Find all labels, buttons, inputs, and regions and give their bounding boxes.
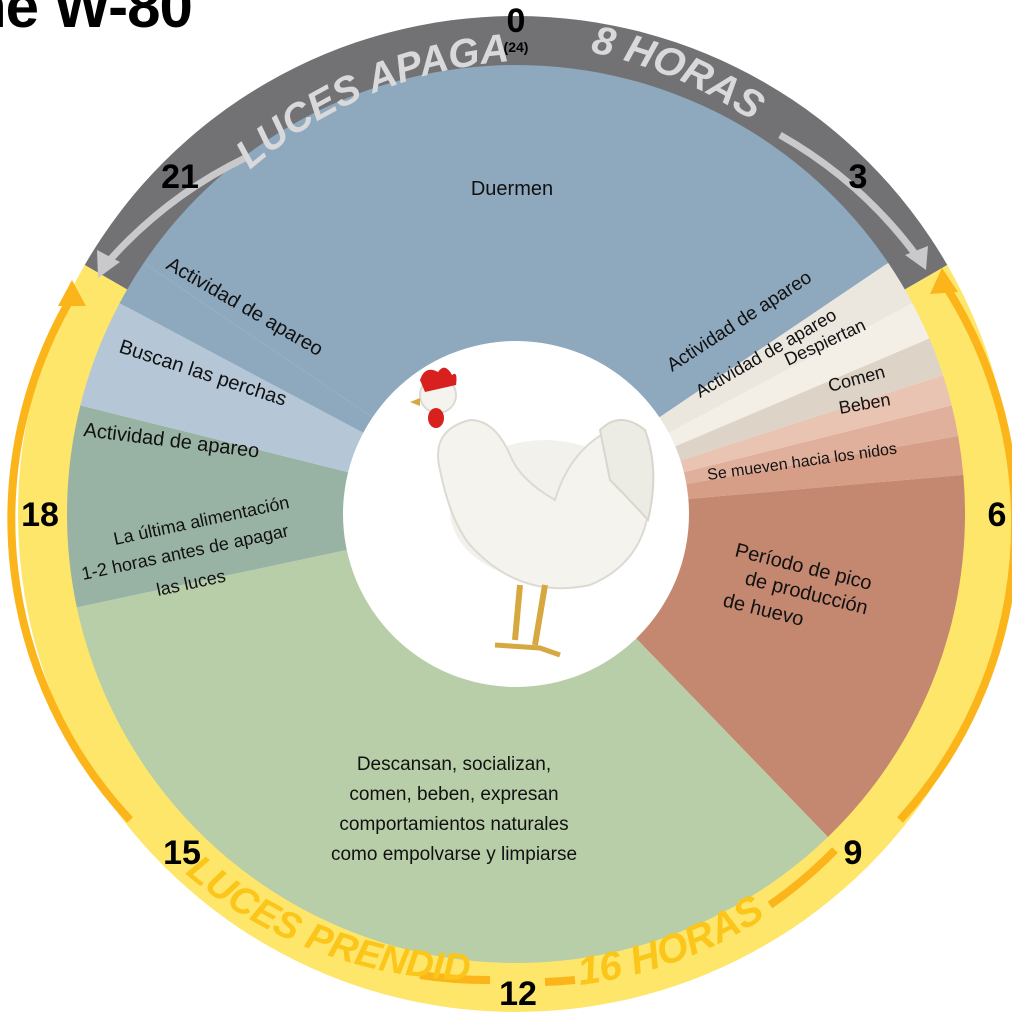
label-desc-3: comportamientos naturales — [339, 814, 568, 835]
segment-ultima — [67, 405, 350, 608]
hour-6: 6 — [988, 496, 1007, 534]
label-desc-1: Descansan, socializan, — [357, 754, 551, 775]
hour-15: 15 — [163, 834, 201, 872]
segment-despiertan — [674, 338, 944, 461]
segment-descansan — [76, 549, 828, 964]
hour-0-sub: (24) — [504, 39, 529, 55]
segment-comen — [679, 375, 952, 473]
light-arrowhead-right-icon — [930, 268, 958, 294]
segment-apareo-left-high — [119, 262, 374, 434]
dark-ring-arrows — [97, 131, 928, 278]
hour-3: 3 — [849, 158, 868, 196]
dark-arrowhead-right-icon — [905, 246, 928, 270]
segment-apareo-right-1 — [658, 262, 913, 434]
dark-ring — [84, 16, 948, 290]
segment-nidos — [685, 436, 964, 500]
hour-9: 9 — [844, 834, 863, 872]
segment-duermen — [143, 64, 889, 418]
hour-21: 21 — [161, 158, 199, 196]
light-arrow-bottom-right — [544, 976, 576, 986]
segment-beben — [682, 405, 959, 485]
label-desc-2: comen, beben, expresan — [349, 784, 558, 805]
dark-arrowhead-left-icon — [97, 250, 120, 278]
label-desc-4: como empolvarse y limpiarse — [331, 844, 577, 865]
dark-arrow-left — [105, 154, 247, 265]
activity-segments — [67, 64, 965, 964]
dark-arrow-right — [778, 131, 919, 258]
page-title: ne W-80 — [0, 0, 193, 40]
hour-18: 18 — [21, 496, 59, 534]
light-arrow-bottom-far-right — [767, 847, 838, 909]
light-arrow-left — [7, 298, 133, 823]
light-ring-arrows — [7, 268, 1012, 986]
hour-12: 12 — [499, 975, 537, 1013]
light-arrowhead-left-icon — [58, 280, 86, 306]
light-arrow-right — [897, 282, 1012, 823]
hour-0: 0 — [507, 2, 526, 40]
segment-perchas — [80, 303, 365, 473]
hen-illustration — [410, 367, 655, 658]
segment-pico — [635, 474, 965, 837]
segment-apareo-right-2 — [667, 303, 930, 447]
label-duermen: Duermen — [471, 178, 553, 200]
light-arrow-bottom-left — [419, 971, 491, 985]
